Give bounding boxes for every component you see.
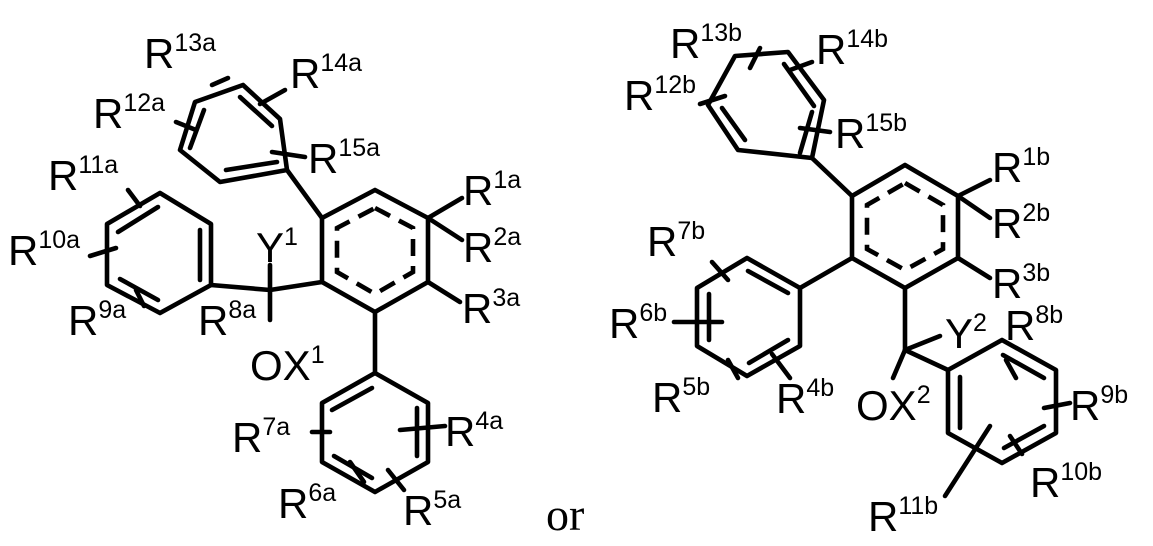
label-r15b: R15b — [835, 109, 907, 157]
label-r3a: R3a — [462, 284, 520, 332]
label-r6b: R6b — [609, 299, 667, 347]
label-r11a: R11a — [48, 151, 118, 199]
label-r15a: R15a — [308, 134, 380, 182]
label-r12a: R12a — [93, 89, 165, 137]
label-r12b: R12b — [624, 71, 696, 119]
label-r10a: R10a — [8, 226, 80, 274]
top-aryl-ring-1 — [176, 78, 322, 218]
label-r1a: R1a — [463, 166, 521, 214]
label-r6a: R6a — [278, 479, 336, 527]
label-r8b: R8b — [1005, 301, 1063, 349]
label-y1: Y1 — [256, 223, 298, 271]
label-r2b: R2b — [992, 199, 1050, 247]
or-connector: or — [546, 489, 584, 540]
central-ring-2 — [852, 165, 958, 288]
label-r8a: R8a — [198, 296, 256, 344]
label-r7b: R7b — [647, 217, 705, 265]
label-r1b: R1b — [992, 143, 1050, 191]
central-substituent-bonds-2 — [958, 180, 990, 278]
label-r14a: R14a — [290, 49, 362, 97]
label-r9b: R9b — [1070, 381, 1128, 429]
carbinol-bonds-2 — [893, 288, 948, 378]
label-r2a: R2a — [463, 223, 521, 271]
central-ring-1 — [322, 190, 428, 312]
label-r9a: R9a — [68, 296, 126, 344]
label-r3b: R3b — [992, 259, 1050, 307]
label-r14b: R14b — [816, 25, 888, 73]
left-aryl-ring-1 — [90, 190, 211, 313]
left-aryl-ring-2 — [674, 258, 852, 378]
label-ox2: OX2 — [856, 381, 931, 429]
label-r11b: R11b — [868, 492, 938, 540]
label-r5a: R5a — [403, 486, 461, 534]
label-r13a: R13a — [144, 29, 216, 77]
label-r4a: R4a — [445, 407, 503, 455]
label-r7a: R7a — [232, 413, 290, 461]
structure-1: R13a R14a R12a R15a R11a R1a Y1 R10a R2a… — [8, 29, 521, 534]
bottom-aryl-ring-1 — [312, 312, 445, 492]
central-substituent-bonds-1 — [428, 198, 462, 302]
label-r4b: R4b — [776, 374, 834, 422]
structure-2: R13b R14b R12b R15b R1b R2b R7b R3b R6b … — [609, 19, 1128, 540]
label-r5b: R5b — [652, 373, 710, 421]
label-ox1: OX1 — [250, 341, 325, 389]
label-r10b: R10b — [1030, 458, 1102, 506]
